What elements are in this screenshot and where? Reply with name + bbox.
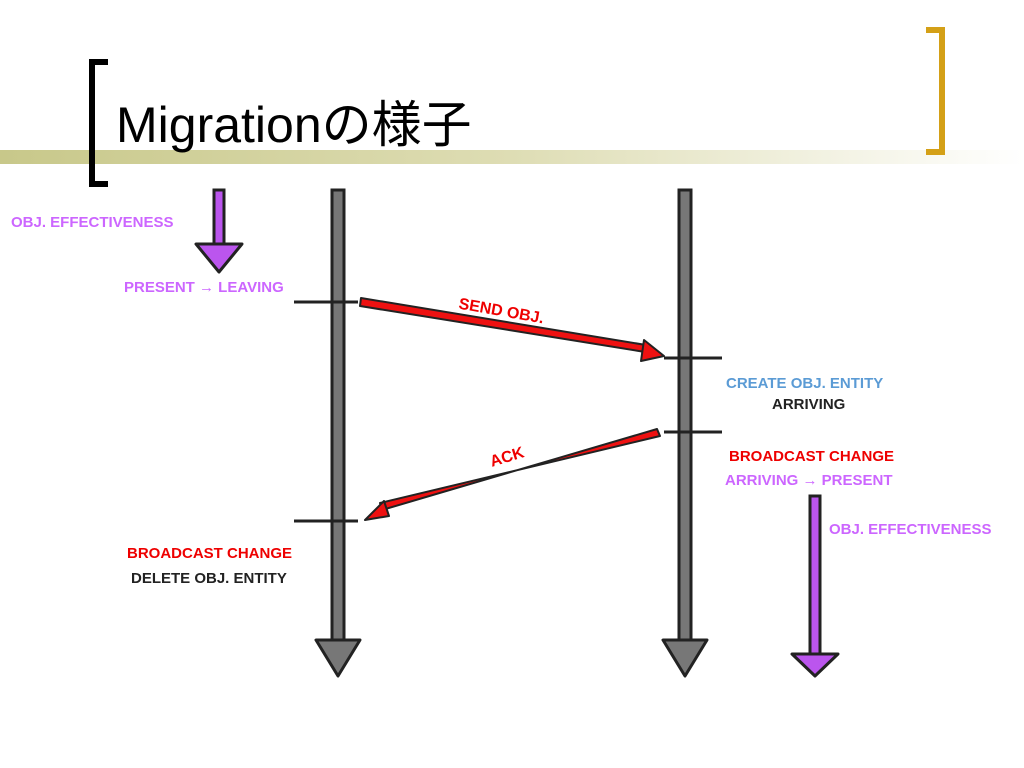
ack-arrow: [364, 428, 661, 521]
create-obj-entity-label: CREATE OBJ. ENTITY: [726, 375, 884, 392]
broadcast-change-right-label: BROADCAST CHANGE: [729, 448, 894, 465]
left-effectiveness-arrow: [194, 188, 244, 274]
title-underbar: [0, 150, 1024, 164]
arriving-present-label: ARRIVING → PRESENT: [725, 472, 893, 489]
slide-title: Migrationの様子: [116, 97, 472, 153]
present-leaving-label: PRESENT → LEAVING: [124, 279, 284, 296]
left-timeline-arrow: [314, 188, 362, 678]
send-obj-arrow: [359, 297, 665, 362]
right-effectiveness-arrow: [790, 494, 840, 678]
arriving-label: ARRIVING: [772, 396, 846, 413]
right-effectiveness-label: OBJ. EFFECTIVENESS: [829, 521, 992, 538]
left-bracket: [89, 59, 108, 187]
left-effectiveness-label: OBJ. EFFECTIVENESS: [11, 214, 174, 231]
delete-obj-entity-label: DELETE OBJ. ENTITY: [131, 570, 287, 587]
right-bracket: [926, 27, 945, 155]
broadcast-change-left-label: BROADCAST CHANGE: [127, 545, 292, 562]
right-timeline-arrow: [661, 188, 709, 678]
